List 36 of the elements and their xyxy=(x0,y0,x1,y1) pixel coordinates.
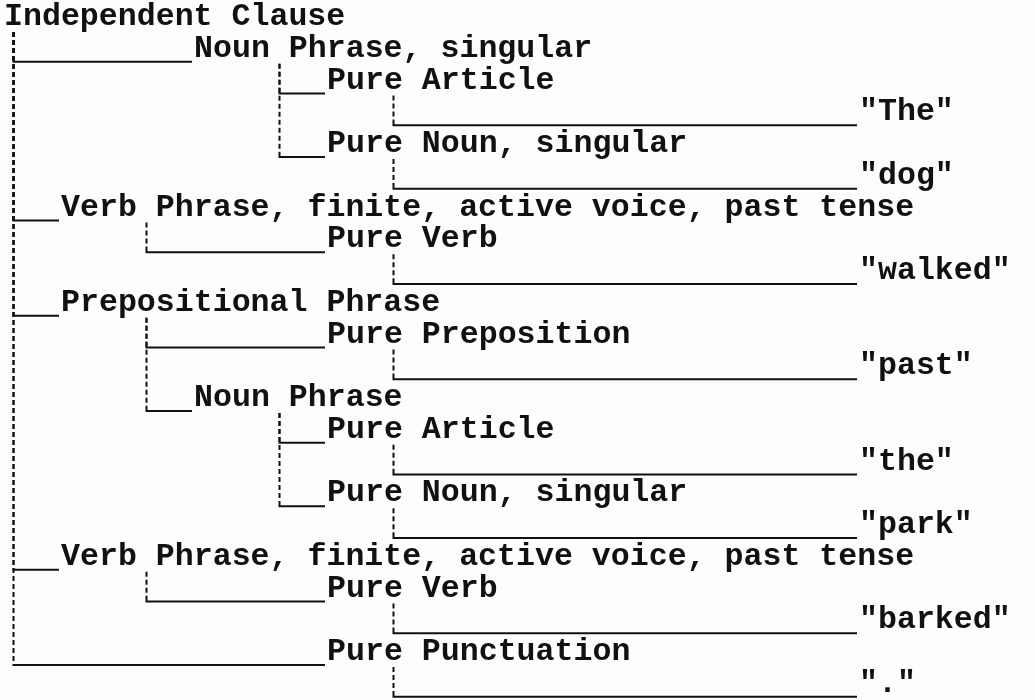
tree-connector xyxy=(278,412,326,508)
tree-connector xyxy=(392,666,858,698)
constituent-label: Prepositional Phrase xyxy=(61,287,441,318)
constituent-label: Pure Preposition xyxy=(327,319,631,350)
constituent-label: Noun Phrase xyxy=(194,383,403,413)
tree-connector xyxy=(392,602,858,635)
constituent-label: Pure Article xyxy=(327,65,555,96)
constituent-label: Independent Clause xyxy=(4,2,346,32)
word-label: "past" xyxy=(859,351,973,382)
word-label: "The" xyxy=(859,97,954,128)
tree-connector xyxy=(12,31,326,666)
constituent-label: Pure Verb xyxy=(327,573,498,604)
tree-connector xyxy=(392,348,858,381)
constituent-label: Pure Noun, singular xyxy=(327,478,688,509)
tree-connector xyxy=(392,158,858,190)
constituent-label: Pure Noun, singular xyxy=(327,129,688,159)
word-label: "." xyxy=(859,668,916,699)
word-label: "walked" xyxy=(859,256,1011,286)
word-label: "park" xyxy=(859,510,973,540)
constituent-label: Verb Phrase, finite, active voice, past tense xyxy=(61,192,915,223)
constituent-label: Pure Punctuation xyxy=(327,637,631,667)
word-label: "dog" xyxy=(859,160,954,191)
constituent-label: Verb Phrase, finite, active voice, past tense xyxy=(61,541,915,572)
word-label: "barked" xyxy=(859,605,1011,636)
tree-connector xyxy=(145,316,193,412)
constituent-label: Pure Verb xyxy=(327,224,498,255)
constituent-label: Noun Phrase, singular xyxy=(194,33,593,64)
word-label: "the" xyxy=(859,446,954,477)
tree-connector xyxy=(145,570,326,603)
tree-connector xyxy=(392,94,858,127)
tree-connector xyxy=(278,62,326,158)
tree-connector xyxy=(392,253,858,285)
tree-connector xyxy=(392,443,858,476)
tree-connector xyxy=(145,221,326,254)
constituent-label: Pure Article xyxy=(327,414,555,445)
tree-connector xyxy=(392,507,858,539)
